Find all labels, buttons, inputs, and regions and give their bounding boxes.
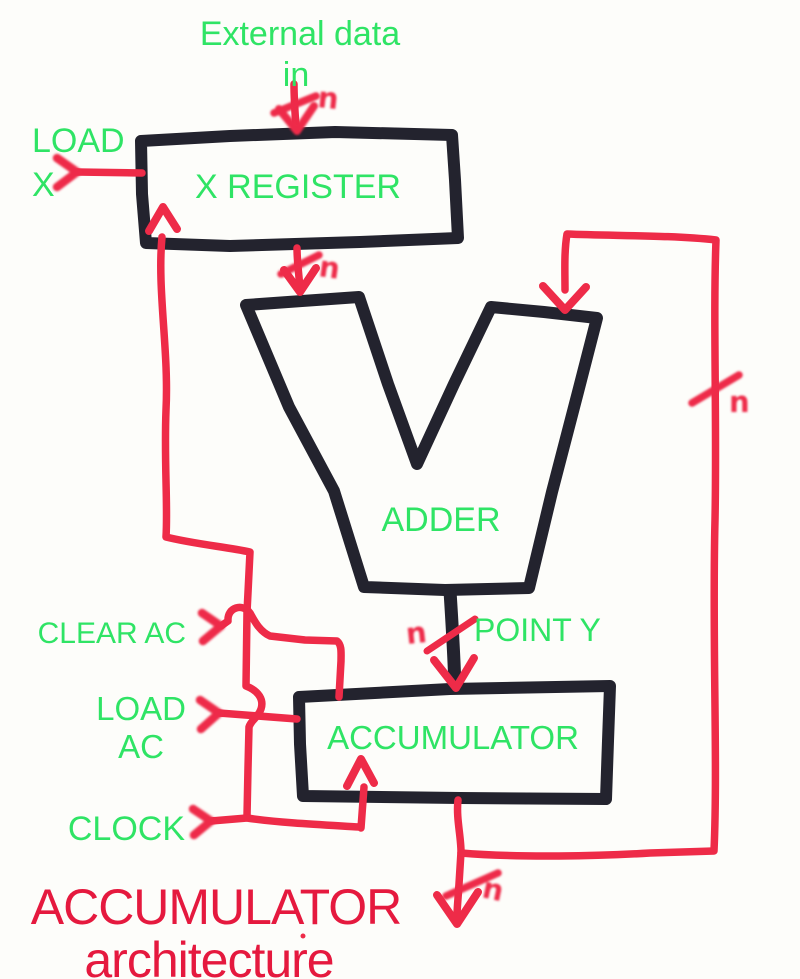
x-to-adder-arrowhead <box>280 264 320 296</box>
clock-terminal <box>188 804 216 840</box>
x-register-clock-caret <box>145 203 181 235</box>
feedback-bus-slash <box>688 371 743 407</box>
load-x-wire <box>73 168 146 177</box>
adder-shape <box>240 291 603 596</box>
load-ac-label-line2: AC <box>118 728 164 765</box>
load-x-terminal <box>52 153 82 192</box>
point-y-bus-n: n <box>404 615 428 651</box>
x-register-label: X REGISTER <box>195 168 401 206</box>
feedback-wire <box>457 230 720 860</box>
external-bus-n: n <box>316 80 340 116</box>
load-ac-wire <box>215 709 301 723</box>
load-ac-label-line1: LOAD <box>96 690 186 727</box>
clock-wire <box>207 783 368 832</box>
diagram-title-line1: ACCUMULATOR <box>31 879 402 935</box>
load-x-label-line1: LOAD <box>32 122 125 160</box>
output-arrowhead <box>433 888 482 928</box>
x-to-adder-bus-n: n <box>317 249 342 286</box>
output-bus-slash <box>442 869 502 900</box>
clear-ac-label: CLEAR AC <box>38 617 186 650</box>
adder-output-stem <box>443 584 462 695</box>
clock-trunk-wire <box>157 233 266 820</box>
clear-ac-terminal <box>197 608 226 646</box>
accumulator-label: ACCUMULATOR <box>327 719 579 756</box>
x-to-adder-bus-slash <box>277 251 323 278</box>
feedback-bus-n: n <box>729 385 750 419</box>
diagram-title-line2: architecture <box>84 932 333 979</box>
adder-label: ADDER <box>381 501 500 539</box>
point-y-label: POINT Y <box>474 612 601 648</box>
point-y-bus-slash <box>423 615 479 655</box>
ink-speck <box>300 933 306 939</box>
external-data-label-line2: in <box>283 56 309 94</box>
external-data-label-line1: External data <box>200 15 400 53</box>
accumulator-box <box>293 680 616 805</box>
external-data-arrowhead <box>275 102 318 135</box>
accumulator-clock-caret <box>343 755 378 790</box>
clock-label: CLOCK <box>68 810 185 848</box>
clear-ac-wire <box>217 603 345 701</box>
accumulator-output-wire <box>453 796 465 920</box>
load-x-label-line2: X <box>32 166 55 204</box>
external-bus-slash <box>270 92 320 117</box>
load-ac-terminal <box>195 695 224 734</box>
point-y-arrowhead <box>430 654 478 692</box>
feedback-arrowhead <box>539 282 590 314</box>
